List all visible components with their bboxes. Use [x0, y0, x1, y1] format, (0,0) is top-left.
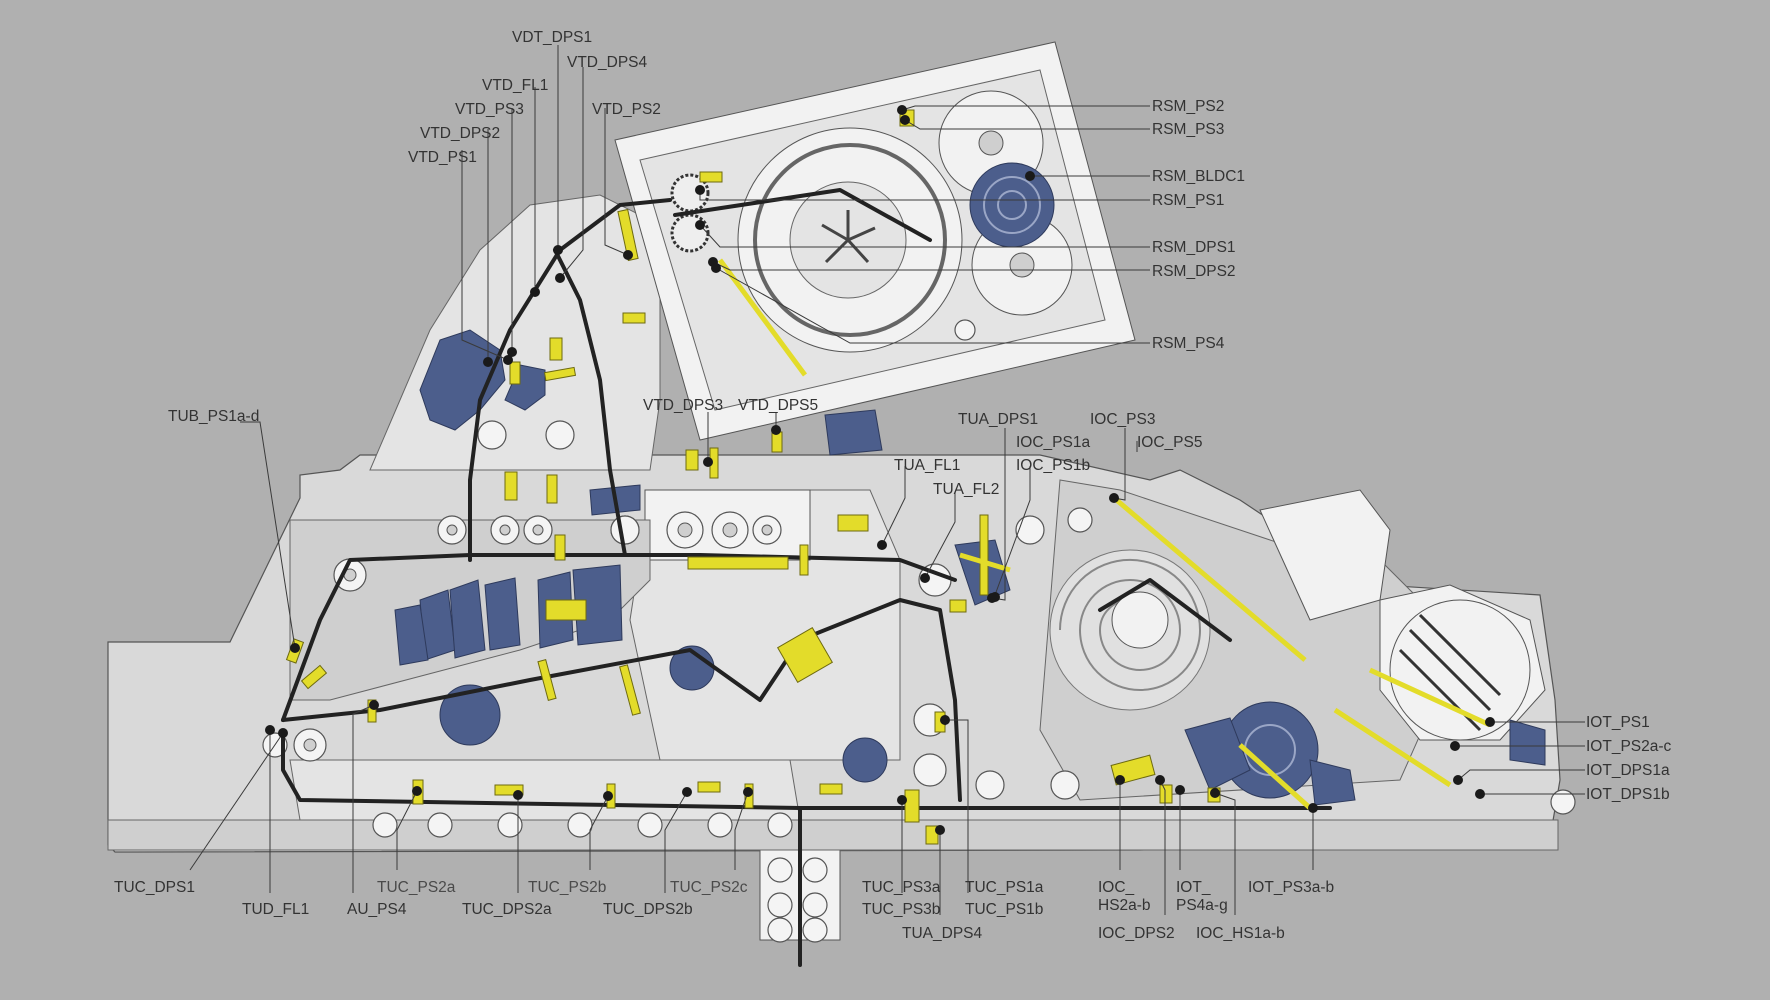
sensor-labels: VDT_DPS1 VTD_DPS4 VTD_FL1 VTD_PS3 VTD_DP… — [114, 29, 1672, 942]
label-vtd-dps3: VTD_DPS3 — [643, 397, 723, 414]
label-iot-ps2ac: IOT_PS2a-c — [1586, 738, 1672, 755]
label-rsm-bldc1: RSM_BLDC1 — [1152, 168, 1245, 185]
note-transport-path — [281, 198, 1332, 967]
label-tuc-dps1: TUC_DPS1 — [114, 879, 195, 896]
label-tuc-ps1b: TUC_PS1b — [965, 901, 1043, 918]
label-ioc-ps5: IOC_PS5 — [1137, 434, 1202, 451]
callout-dots — [265, 105, 1495, 835]
label-ioc-hs1ab: IOC_HS1a-b — [1196, 925, 1285, 942]
label-tub-ps1ad: TUB_PS1a-d — [168, 408, 259, 425]
label-vtd-dps2: VTD_DPS2 — [420, 125, 500, 142]
label-vtd-ps1: VTD_PS1 — [408, 149, 477, 166]
label-iot-ps3ab: IOT_PS3a-b — [1248, 879, 1334, 896]
label-rsm-dps2: RSM_DPS2 — [1152, 263, 1236, 280]
label-rsm-ps1: RSM_PS1 — [1152, 192, 1224, 209]
label-tuc-ps2a: TUC_PS2a — [377, 879, 456, 896]
label-vtd-ps3: VTD_PS3 — [455, 101, 524, 118]
label-ioc-hs2ab-line2: HS2a-b — [1098, 897, 1151, 914]
label-tua-fl1: TUA_FL1 — [894, 457, 960, 474]
label-tuc-ps1a: TUC_PS1a — [965, 879, 1044, 896]
ioc-spiral-stacker — [1049, 549, 1531, 741]
label-tud-fl1: TUD_FL1 — [242, 901, 309, 918]
sensors — [285, 109, 1492, 845]
label-rsm-dps1: RSM_DPS1 — [1152, 239, 1236, 256]
label-iot-dps1b: IOT_DPS1b — [1586, 786, 1670, 803]
label-iot-ps1: IOT_PS1 — [1586, 714, 1650, 731]
label-rsm-ps4: RSM_PS4 — [1152, 335, 1225, 352]
label-tuc-dps2a: TUC_DPS2a — [462, 901, 552, 918]
label-tua-dps4: TUA_DPS4 — [902, 925, 982, 942]
label-rsm-ps3: RSM_PS3 — [1152, 121, 1224, 138]
label-ioc-ps1a: IOC_PS1a — [1016, 434, 1090, 451]
label-iot-ps4ag-line2: PS4a-g — [1176, 897, 1228, 914]
label-vtd-ps2: VTD_PS2 — [592, 101, 661, 118]
label-tuc-ps3b: TUC_PS3b — [862, 901, 940, 918]
label-ioc-dps2: IOC_DPS2 — [1098, 925, 1175, 942]
label-tua-dps1: TUA_DPS1 — [958, 411, 1038, 428]
label-vtd-fl1: VTD_FL1 — [482, 77, 548, 94]
label-au-ps4: AU_PS4 — [347, 901, 407, 918]
label-ioc-hs2ab-line1: IOC_ — [1098, 879, 1135, 896]
rsm-reel-assembly — [670, 90, 1073, 353]
label-tuc-ps2b: TUC_PS2b — [528, 879, 606, 896]
label-iot-ps4ag-line1: IOT_ — [1176, 879, 1211, 896]
label-ioc-ps1b: IOC_PS1b — [1016, 457, 1090, 474]
label-tuc-dps2b: TUC_DPS2b — [603, 901, 693, 918]
label-ioc-ps3: IOC_PS3 — [1090, 411, 1155, 428]
label-rsm-ps2: RSM_PS2 — [1152, 98, 1224, 115]
label-tuc-ps2c: TUC_PS2c — [670, 879, 748, 896]
label-vtd-dps5: VTD_DPS5 — [738, 397, 818, 414]
label-iot-dps1a: IOT_DPS1a — [1586, 762, 1670, 779]
label-tua-fl2: TUA_FL2 — [933, 481, 999, 498]
label-vdt-dps1: VDT_DPS1 — [512, 29, 592, 46]
label-vtd-dps4: VTD_DPS4 — [567, 54, 647, 71]
label-tuc-ps3a: TUC_PS3a — [862, 879, 941, 896]
